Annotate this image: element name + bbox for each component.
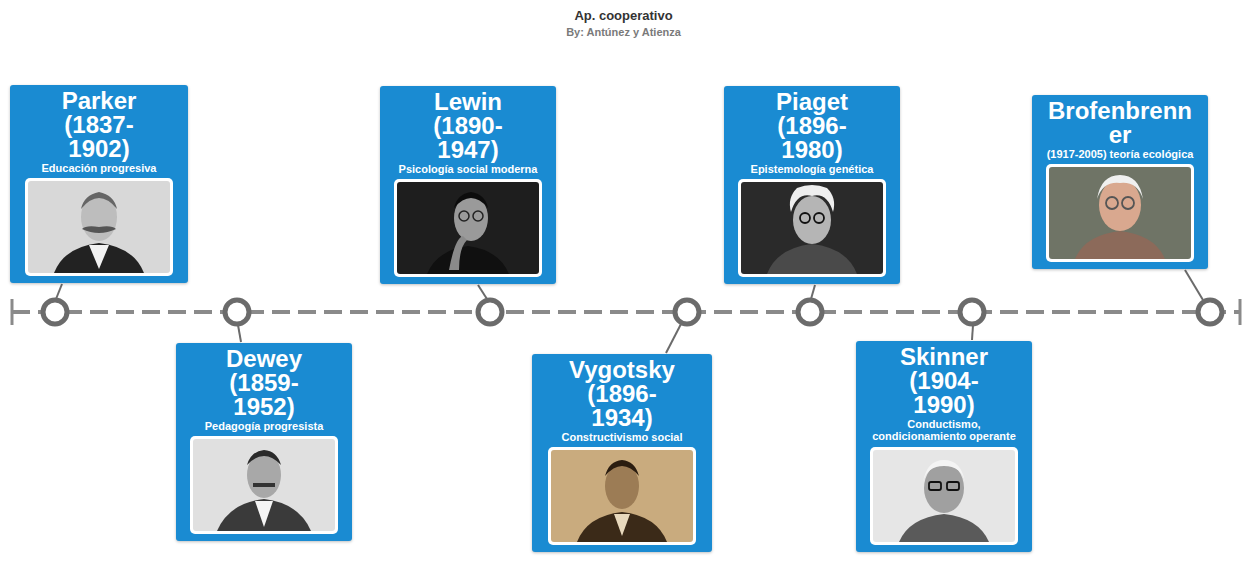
person-card: Brofenbrenner(1917-2005) teoría ecológic… (1032, 95, 1208, 269)
person-name: Piaget (1896-1980) (752, 90, 872, 162)
timeline-end (1239, 299, 1242, 325)
theory-label: Epistemología genética (730, 163, 894, 175)
person-card: Parker (1837-1902)Educación progresiva (10, 85, 188, 283)
leader-lines (56, 270, 1203, 353)
person-card: Piaget (1896-1980)Epistemología genética (724, 86, 900, 284)
portrait-photo (189, 435, 339, 535)
person-card: Dewey (1859-1952)Pedagogía progresista (176, 343, 352, 541)
person-card: Vygotsky (1896-1934)Constructivismo soci… (532, 354, 712, 552)
timeline-line (12, 310, 1240, 314)
author-label: By: Antúnez y Atienza (0, 26, 1247, 38)
person-name: Brofenbrenner (1045, 99, 1195, 147)
portrait-photo (24, 177, 174, 277)
person-card: Skinner (1904-1990)Conductismo, condicio… (856, 341, 1032, 552)
timeline-end (11, 299, 14, 325)
theory-label: Constructivismo social (538, 431, 706, 443)
person-name: Dewey (1859-1952) (204, 347, 324, 419)
person-name: Lewin (1890-1947) (408, 90, 528, 162)
portrait-photo (547, 446, 697, 546)
person-name: Skinner (1904-1990) (884, 345, 1004, 417)
theory-label: Conductismo, condicionamiento operante (862, 418, 1026, 443)
person-name: Parker (1837-1902) (39, 89, 159, 161)
diagram-title: Ap. cooperativo (0, 8, 1247, 23)
portrait-photo (1045, 163, 1195, 263)
portrait-photo (737, 178, 887, 278)
person-name: Vygotsky (1896-1934) (557, 358, 687, 430)
theory-label: (1917-2005) teoría ecológica (1038, 148, 1202, 160)
portrait-photo (393, 178, 543, 278)
portrait-photo (869, 446, 1019, 546)
theory-label: Pedagogía progresista (182, 420, 346, 432)
timeline-marks (43, 300, 1222, 324)
person-card: Lewin (1890-1947)Psicología social moder… (380, 86, 556, 284)
theory-label: Psicología social moderna (386, 163, 550, 175)
theory-label: Educación progresiva (16, 162, 182, 174)
